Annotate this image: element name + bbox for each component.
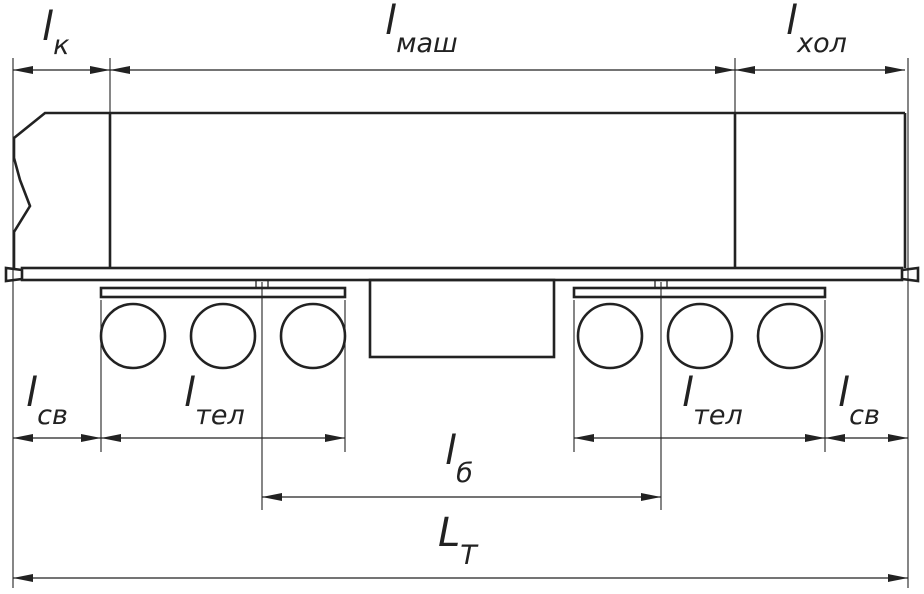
dim-l-sv-right-arrow-end bbox=[888, 434, 908, 442]
dim-l-t-arrow-start bbox=[13, 574, 33, 582]
dim-l-hol-arrow-end bbox=[885, 66, 905, 74]
label-l-mash: lмаш bbox=[385, 0, 458, 59]
right-wheel-2 bbox=[666, 302, 734, 370]
locomotive-body bbox=[12, 111, 907, 268]
right-coupler bbox=[901, 266, 920, 283]
right-wheel-1 bbox=[576, 302, 644, 370]
left-coupler bbox=[4, 266, 23, 283]
left-wheel-2 bbox=[189, 302, 257, 370]
dim-l-sv-right-arrow-start bbox=[825, 434, 845, 442]
dim-l-tel-left-arrow-end bbox=[325, 434, 345, 442]
dim-l-sv-left-arrow-end bbox=[81, 434, 101, 442]
right-wheel-3 bbox=[756, 302, 824, 370]
dim-l-t-arrow-end bbox=[888, 574, 908, 582]
label-l-tel-left: lтел bbox=[184, 370, 245, 431]
left-bogie-frame bbox=[99, 286, 347, 299]
left-wheel-1 bbox=[99, 302, 167, 370]
dim-l-k-arrow-end bbox=[90, 66, 110, 74]
cab-outline bbox=[12, 111, 110, 268]
right-bogie-frame bbox=[572, 286, 827, 299]
left-bogie bbox=[99, 280, 347, 370]
dim-l-tel-left-arrow-start bbox=[101, 434, 121, 442]
label-l-sv-left: lсв bbox=[26, 370, 68, 431]
dim-l-tel-right-arrow-end bbox=[805, 434, 825, 442]
label-l-k: lк bbox=[42, 4, 70, 61]
underframe bbox=[4, 266, 920, 359]
dim-l-b-arrow-start bbox=[262, 493, 282, 501]
label-l-tel-right: lтел bbox=[682, 370, 743, 431]
left-wheel-3 bbox=[279, 302, 347, 370]
label-l-t: LТ bbox=[438, 510, 479, 571]
dim-l-tel-right-arrow-start bbox=[574, 434, 594, 442]
main-frame bbox=[20, 266, 904, 282]
label-l-hol: lхол bbox=[786, 0, 847, 59]
dimension-labels: lк lмаш lхол lсв lтел lтел lсв lб LТ bbox=[26, 0, 880, 571]
extension-lines bbox=[12, 58, 909, 588]
right-bogie bbox=[572, 280, 827, 370]
fuel-tank bbox=[368, 278, 556, 359]
dim-l-k-arrow-start bbox=[13, 66, 33, 74]
label-l-sv-right: lсв bbox=[838, 370, 880, 431]
dim-l-mash-arrow-start bbox=[110, 66, 130, 74]
label-l-b: lб bbox=[445, 428, 473, 489]
dim-l-mash-arrow-end bbox=[715, 66, 735, 74]
dim-l-sv-left-arrow-start bbox=[13, 434, 33, 442]
dim-l-b-arrow-end bbox=[641, 493, 661, 501]
dimension-lines bbox=[13, 66, 908, 582]
dim-l-hol-arrow-start bbox=[735, 66, 755, 74]
